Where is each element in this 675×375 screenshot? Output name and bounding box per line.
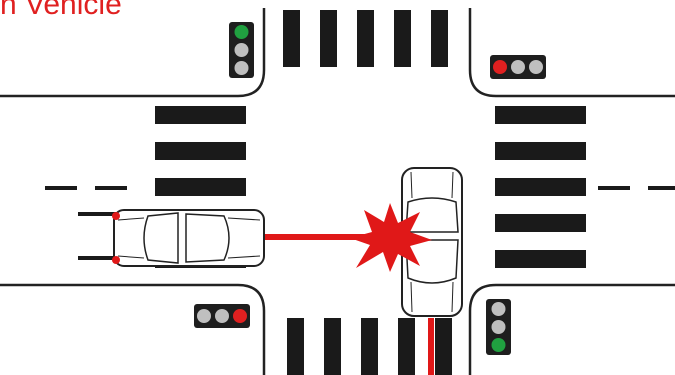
lamp-off (234, 61, 249, 75)
lamp-off (215, 309, 229, 323)
path-car-southbound (428, 318, 434, 375)
crosswalk-stripe (320, 10, 337, 67)
crosswalk-stripe (398, 318, 415, 375)
vehicle-paths (262, 234, 434, 375)
lamp-off (491, 302, 506, 316)
crosswalk-stripe (155, 106, 246, 124)
road-edge-top-left (0, 8, 266, 98)
traffic-light-bottom-left (194, 304, 250, 328)
crosswalk-stripe (495, 142, 586, 160)
skid-marks (78, 212, 116, 260)
diagram-caption: n Vehicle (0, 0, 122, 21)
lamp-red (493, 60, 507, 74)
lamp-off (529, 60, 543, 74)
crosswalk-stripe (361, 318, 378, 375)
lamp-off (511, 60, 525, 74)
traffic-light-bottom-right (486, 299, 511, 355)
lamp-off (491, 320, 506, 334)
lamp-off (197, 309, 211, 323)
road-edge-bottom-left (0, 283, 266, 375)
car-icon (401, 167, 463, 317)
crosswalk-stripe (495, 214, 586, 232)
traffic-light-top-right (490, 55, 546, 79)
lamp-red (233, 309, 247, 323)
crosswalk-stripe (155, 142, 246, 160)
crosswalk-stripe (155, 178, 246, 196)
lamp-green (491, 338, 506, 352)
crosswalk-stripe (495, 250, 586, 268)
collision-icon (350, 203, 432, 272)
road-edge-bottom-right (468, 283, 675, 375)
car-icon (112, 209, 265, 267)
crosswalk-stripe (283, 10, 300, 67)
lamp-green (234, 25, 249, 39)
crosswalk-stripe (357, 10, 374, 67)
car-southbound (401, 167, 463, 317)
traffic-light-top-left (229, 22, 254, 78)
crosswalk-stripe (495, 178, 586, 196)
crosswalk-stripe (394, 10, 411, 67)
crosswalk-stripe (287, 318, 304, 375)
road-edges (0, 8, 675, 375)
crosswalk-stripe (435, 318, 452, 375)
car-eastbound (112, 209, 265, 267)
crosswalk-stripe (324, 318, 341, 375)
crosswalk-stripe (431, 10, 448, 67)
road-edge-top-right (468, 8, 675, 98)
crosswalk-stripe (495, 106, 586, 124)
lamp-off (234, 43, 249, 57)
